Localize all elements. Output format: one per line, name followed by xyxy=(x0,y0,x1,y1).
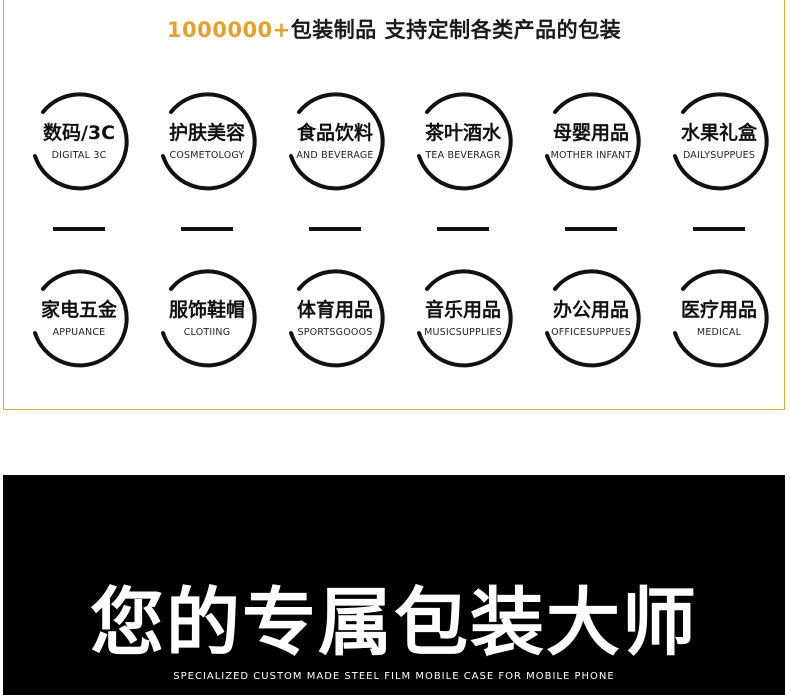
headline-text: 包装制品 支持定制各类产品的包装 xyxy=(290,18,622,42)
category-label-en: AND BEVERAGE xyxy=(296,150,374,161)
divider-dash xyxy=(565,227,617,231)
brush-ring-icon xyxy=(161,92,257,191)
brush-ring-icon xyxy=(417,92,513,191)
category-label: 服饰鞋帽 xyxy=(168,299,245,321)
banner-subtitle: SPECIALIZED CUSTOM MADE STEEL FILM MOBIL… xyxy=(173,671,615,682)
brush-ring-icon xyxy=(289,92,385,191)
category-label: 母婴用品 xyxy=(552,122,629,144)
brush-ring-icon xyxy=(673,92,769,191)
category-label-en: APPUANCE xyxy=(52,327,106,338)
category-item[interactable]: 办公用品 OFFICESUPPUES xyxy=(537,263,645,371)
category-label-en: DIGITAL 3C xyxy=(51,150,107,161)
category-label-en: OFFICESUPPUES xyxy=(551,327,631,338)
banner: 您的专属包装大师 SPECIALIZED CUSTOM MADE STEEL F… xyxy=(3,475,785,695)
category-label: 办公用品 xyxy=(552,299,629,321)
brush-ring-icon xyxy=(545,269,641,368)
category-item[interactable]: 数码/3C DIGITAL 3C xyxy=(25,86,133,194)
category-item[interactable]: 护肤美容 COSMETOLOGY xyxy=(153,86,261,194)
category-item[interactable]: 家电五金 APPUANCE xyxy=(25,263,133,371)
category-label: 护肤美容 xyxy=(168,122,245,144)
divider-dash xyxy=(53,227,105,231)
category-item[interactable]: 茶叶酒水 TEA BEVERAGR xyxy=(409,86,517,194)
category-label: 音乐用品 xyxy=(424,299,501,321)
brush-ring-icon xyxy=(545,92,641,191)
category-label: 家电五金 xyxy=(40,299,117,321)
category-label-en: COSMETOLOGY xyxy=(169,150,245,161)
brush-ring-icon xyxy=(673,269,769,368)
category-item[interactable]: 母婴用品 MOTHER INFANT xyxy=(537,86,645,194)
category-item[interactable]: 水果礼盒 DAILYSUPPUES xyxy=(665,86,773,194)
category-label-en: SPORTSGOOOS xyxy=(297,327,373,338)
category-row-1: 数码/3C DIGITAL 3C 护肤美容 COSMETOLOGY 食品饮料 A… xyxy=(4,86,784,196)
brush-ring-icon xyxy=(161,269,257,368)
brush-ring-icon xyxy=(289,269,385,368)
category-label-en: MUSICSUPPLIES xyxy=(424,327,502,338)
brush-ring-icon xyxy=(33,92,129,191)
category-panel: 1000000+包装制品 支持定制各类产品的包装 数码/3C DIGITAL 3… xyxy=(3,0,785,410)
category-label: 数码/3C xyxy=(42,122,116,144)
divider-dash xyxy=(309,227,361,231)
headline: 1000000+包装制品 支持定制各类产品的包装 xyxy=(4,14,784,44)
category-label: 食品饮料 xyxy=(296,122,373,144)
category-item[interactable]: 服饰鞋帽 CLOTIING xyxy=(153,263,261,371)
banner-title: 您的专属包装大师 xyxy=(90,580,698,666)
category-item[interactable]: 食品饮料 AND BEVERAGE xyxy=(281,86,389,194)
category-row-2: 家电五金 APPUANCE 服饰鞋帽 CLOTIING 体育用品 SPORTSG… xyxy=(4,263,784,373)
category-item[interactable]: 体育用品 SPORTSGOOOS xyxy=(281,263,389,371)
category-label: 体育用品 xyxy=(296,299,373,321)
category-label-en: CLOTIING xyxy=(183,327,231,338)
category-label: 医疗用品 xyxy=(680,299,757,321)
brush-ring-icon xyxy=(33,269,129,368)
category-item[interactable]: 音乐用品 MUSICSUPPLIES xyxy=(409,263,517,371)
category-label-en: DAILYSUPPUES xyxy=(682,150,756,161)
category-item[interactable]: 医疗用品 MEDICAL xyxy=(665,263,773,371)
category-label-en: TEA BEVERAGR xyxy=(425,150,501,161)
category-label: 水果礼盒 xyxy=(680,122,757,144)
category-label-en: MOTHER INFANT xyxy=(550,150,632,161)
headline-count: 1000000+ xyxy=(166,18,291,42)
category-label-en: MEDICAL xyxy=(696,327,742,338)
brush-ring-icon xyxy=(417,269,513,368)
divider-dash xyxy=(437,227,489,231)
category-label: 茶叶酒水 xyxy=(424,122,501,144)
divider-dash xyxy=(181,227,233,231)
divider-dash xyxy=(693,227,745,231)
